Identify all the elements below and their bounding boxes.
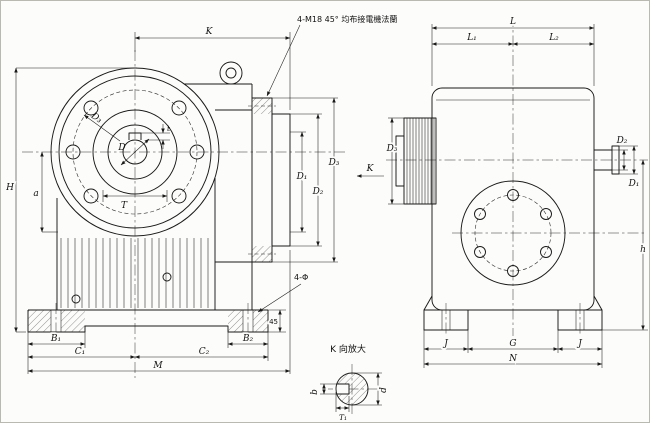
bolt-hole — [507, 265, 519, 277]
housing-plug-hole — [71, 294, 81, 304]
left-foot-hole — [51, 310, 61, 332]
dim-label-D2-side: D₂ — [616, 136, 628, 146]
bolt-hole — [540, 208, 552, 220]
view-direction-label: K — [366, 164, 375, 174]
flange-plate — [251, 97, 273, 263]
dim-label-D1-flange: D₁ — [296, 172, 308, 182]
bolt-hole — [507, 189, 519, 201]
bolt-hole — [83, 100, 99, 116]
bolt-hole — [83, 188, 99, 204]
leader-foot-holes — [257, 283, 302, 313]
dim-label-L1: L₁ — [466, 33, 477, 43]
dim-label-d: d — [379, 387, 389, 393]
dim-label-a: a — [33, 189, 38, 199]
side-view — [386, 16, 648, 336]
dim-label-D1-side: D₁ — [628, 179, 640, 189]
flange-spigot — [271, 113, 291, 247]
housing-plug-hole — [162, 272, 172, 282]
input-shaft-step — [395, 135, 405, 187]
label-foot-holes: 4-Φ — [294, 273, 308, 282]
dim-label-t: t — [167, 124, 171, 133]
dim-label-D2-flange: D₂ — [312, 187, 324, 197]
flange-inner-ring — [58, 75, 212, 229]
dim-label-h: h — [640, 245, 646, 255]
dim-label-J-left: J — [442, 339, 449, 349]
ext-lines-bottom — [27, 250, 291, 374]
keyway-clearing — [333, 383, 349, 395]
front-view — [22, 50, 348, 378]
dim-label-N: N — [508, 354, 518, 364]
dim-label-b: b — [310, 389, 320, 395]
keyway-slot — [336, 383, 350, 395]
lifting-eye-outer — [219, 61, 243, 85]
bolt-hole — [540, 246, 552, 258]
dim-label-C1: C₁ — [75, 347, 86, 357]
input-coupling-splines — [406, 118, 435, 204]
detail-title: K 向放大 — [330, 343, 366, 355]
front-view-dimensions: K H a D₃ D t T B₁ B₂ C — [3, 14, 397, 374]
ext-lines-shaft — [612, 145, 638, 175]
foot-chamfer — [423, 295, 433, 311]
dim-label-D3-flange: D₃ — [328, 158, 340, 168]
flange-annotation-leader — [266, 24, 301, 97]
dim-label-K-front: K — [205, 27, 214, 37]
dim-label-H: H — [5, 183, 14, 193]
bolt-hole — [189, 144, 205, 160]
keyway-notch — [128, 132, 142, 140]
bolt-hole — [171, 100, 187, 116]
dim-line-D — [120, 138, 150, 166]
lifting-eye-hole — [225, 67, 237, 79]
dim-label-L2: L₂ — [548, 33, 559, 43]
dim-label-J-right: J — [576, 339, 583, 349]
dim-label-D3-side: D₃ — [386, 144, 398, 154]
bolt-hole — [474, 246, 486, 258]
dim-label-B1: B₁ — [50, 334, 61, 344]
ext-lines-flange — [272, 97, 338, 263]
bolt-hole — [171, 188, 187, 204]
dim-label-D: D — [117, 143, 125, 153]
boss-circle — [107, 124, 163, 180]
dim-label-T: T — [121, 201, 128, 211]
dim-label-L: L — [509, 17, 516, 27]
housing-body — [431, 87, 595, 311]
hub-circle — [92, 109, 178, 195]
output-flange-circle — [460, 180, 566, 286]
base-outline — [27, 309, 269, 333]
dim-label-M: M — [152, 361, 163, 371]
bolt-hole — [65, 144, 81, 160]
shaft-end-cap — [611, 145, 620, 175]
shaft-section-hatch — [336, 373, 368, 405]
dim-label-D3-front: D₃ — [88, 111, 104, 126]
dim-label-C2: C₂ — [199, 347, 210, 357]
dim-label-T1: T₁ — [339, 413, 347, 422]
motor-flange-profile — [215, 97, 291, 263]
dim-label-foot-height: 45 — [269, 318, 278, 326]
leader-D3 — [83, 114, 121, 142]
foot-chamfer — [593, 295, 603, 311]
bolt-circle-dashed — [72, 89, 198, 215]
flange-annotation: 4-M18 45° 均布接電機法蘭 — [297, 14, 397, 24]
output-bolt-circle-dashed — [474, 194, 552, 272]
detail-view-k: K 向放大 b d T₁ — [308, 343, 391, 423]
dim-label-G: G — [509, 339, 516, 349]
cooling-fins — [60, 238, 209, 308]
side-view-dimensions: L L₁ L₂ D₃ D₂ D₁ h J G J N — [384, 15, 648, 368]
bolt-hole — [474, 208, 486, 220]
dim-label-B2: B₂ — [242, 334, 254, 344]
right-foot-hole — [243, 310, 253, 332]
